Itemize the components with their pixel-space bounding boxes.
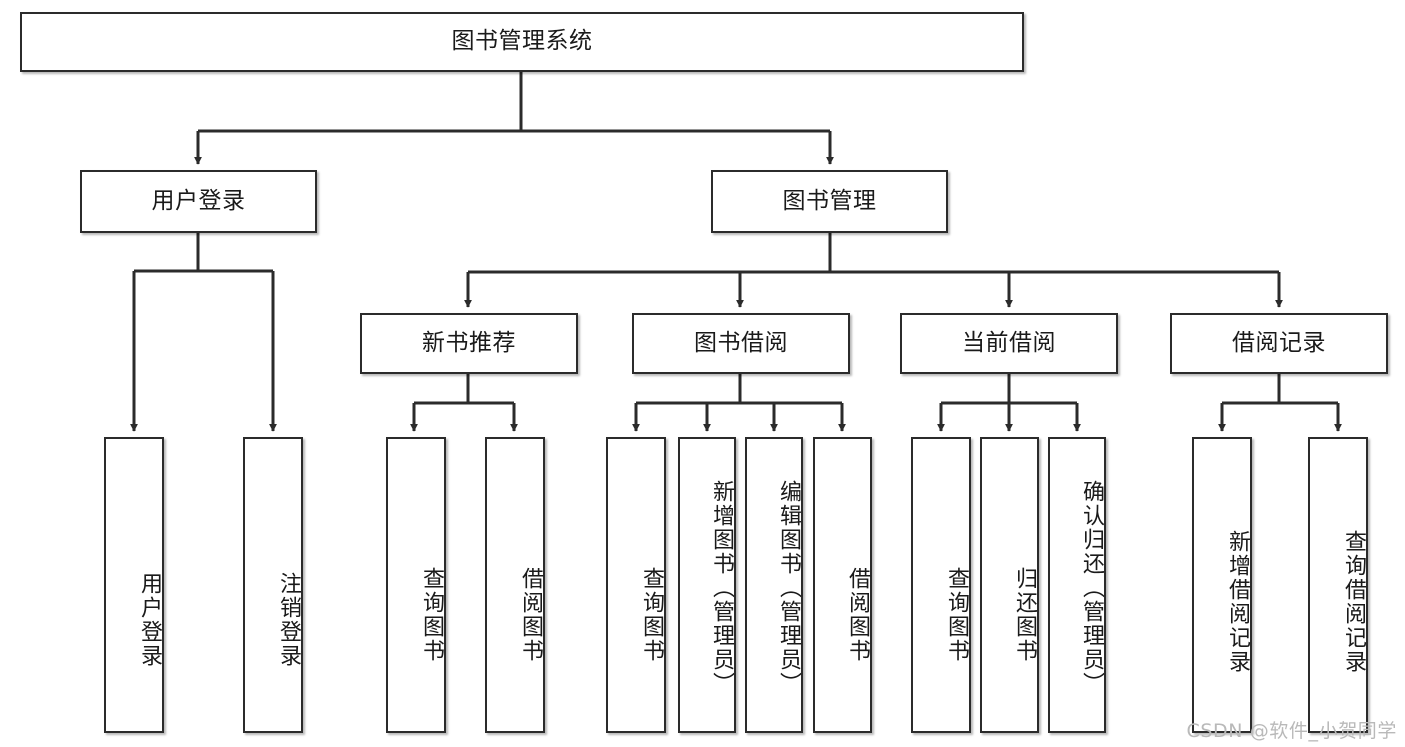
node-label: 借阅记录 [1232,329,1326,356]
node-borrowing-record[interactable]: 借阅记录 [1170,313,1388,374]
node-leaf-confirm-return-admin[interactable]: 确认归还（管理员） [1048,437,1106,733]
node-label: 查询借阅记录 [1341,530,1366,674]
node-label: 新书推荐 [422,329,516,356]
node-leaf-query-book-current[interactable]: 查询图书 [911,437,971,733]
node-label: 借阅图书 [518,567,543,663]
node-label: 查询图书 [944,567,969,663]
node-root-book-management-system[interactable]: 图书管理系统 [20,12,1024,72]
node-label: 图书管理系统 [451,28,593,55]
node-label: 新增图书（管理员） [709,480,734,696]
node-label: 注销登录 [276,572,301,668]
node-label: 查询图书 [639,567,664,663]
node-book-borrowing[interactable]: 图书借阅 [632,313,850,374]
node-leaf-logout[interactable]: 注销登录 [243,437,303,733]
node-leaf-query-book-newbook[interactable]: 查询图书 [386,437,446,733]
node-label: 编辑图书（管理员） [776,480,801,696]
node-leaf-borrow-book[interactable]: 借阅图书 [813,437,872,733]
node-leaf-query-borrow-record[interactable]: 查询借阅记录 [1308,437,1368,733]
node-label: 新增借阅记录 [1225,530,1250,674]
node-new-book-recommendation[interactable]: 新书推荐 [360,313,578,374]
node-leaf-return-book[interactable]: 归还图书 [980,437,1039,733]
node-label: 借阅图书 [845,567,870,663]
node-label: 用户登录 [137,572,162,668]
node-label: 图书管理 [782,187,877,214]
node-label: 图书借阅 [694,329,788,356]
node-user-login[interactable]: 用户登录 [80,170,317,233]
node-label: 查询图书 [419,567,444,663]
node-leaf-borrow-book-newbook[interactable]: 借阅图书 [485,437,545,733]
node-leaf-add-borrow-record[interactable]: 新增借阅记录 [1192,437,1252,733]
node-leaf-query-book-borrow[interactable]: 查询图书 [606,437,666,733]
node-label: 当前借阅 [962,329,1056,356]
node-label: 用户登录 [151,187,246,214]
node-label: 归还图书 [1012,567,1037,663]
node-label: 确认归还（管理员） [1079,480,1104,696]
node-leaf-user-login[interactable]: 用户登录 [104,437,164,733]
node-leaf-edit-book-admin[interactable]: 编辑图书（管理员） [745,437,803,733]
node-current-borrowing[interactable]: 当前借阅 [900,313,1118,374]
watermark-csdn: CSDN @软件_小贺同学 [1186,720,1397,742]
node-book-management[interactable]: 图书管理 [711,170,948,233]
node-leaf-add-book-admin[interactable]: 新增图书（管理员） [678,437,736,733]
